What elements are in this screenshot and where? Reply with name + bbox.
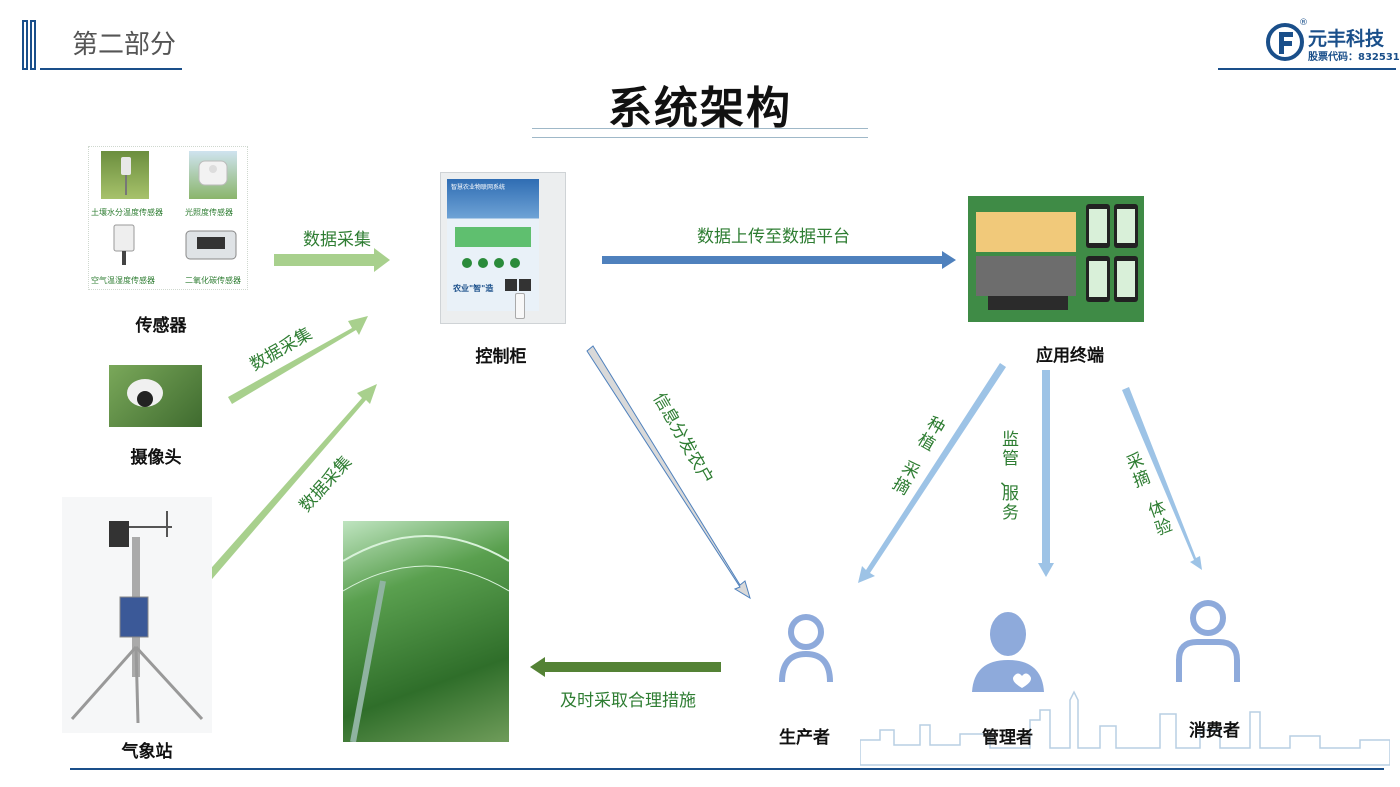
camera-label: 摄像头 bbox=[130, 448, 182, 468]
header-rule-left bbox=[40, 68, 182, 70]
arrow-sensor-to-cabinet bbox=[274, 248, 390, 272]
co2-sensor-image bbox=[183, 225, 239, 265]
arrow-cabinet-to-producer bbox=[586, 345, 751, 600]
control-cabinet-image: 智慧农业物联网系统 农业"智"造 bbox=[440, 172, 566, 324]
manager-label: 管理者 bbox=[982, 728, 1033, 748]
sensor-caption-1: 土壤水分温度传感器 bbox=[91, 208, 163, 217]
terminal-image bbox=[968, 196, 1144, 322]
arrow-producer-to-field bbox=[530, 657, 721, 677]
header-rule-right bbox=[1218, 68, 1396, 70]
sensor-caption-2: 光照度传感器 bbox=[185, 208, 233, 217]
terminal-label: 应用终端 bbox=[1036, 346, 1104, 366]
arrow-cabinet-to-terminal bbox=[602, 251, 956, 269]
cabinet-panel-title: 智慧农业物联网系统 bbox=[451, 184, 506, 191]
label-producer-to-field: 及时采取合理措施 bbox=[560, 691, 696, 711]
light-sensor-image bbox=[189, 151, 237, 199]
header-bracket-icon bbox=[22, 20, 38, 70]
brand-stock-code: 股票代码：832531 bbox=[1308, 52, 1400, 63]
camera-image bbox=[109, 365, 202, 427]
arrow-terminal-to-producer bbox=[858, 363, 1006, 583]
brand-name: 元丰科技 bbox=[1308, 28, 1385, 50]
manager-icon bbox=[970, 608, 1046, 692]
title-underline-2 bbox=[532, 137, 868, 138]
control-cabinet-label: 控制柜 bbox=[475, 347, 527, 367]
section-title: 第二部分 bbox=[72, 30, 177, 60]
company-logo-icon bbox=[1265, 22, 1305, 62]
label-manager-sep: 、 bbox=[1000, 471, 1017, 491]
weather-station-image bbox=[62, 497, 212, 733]
sensor-caption-4: 二氧化碳传感器 bbox=[185, 276, 241, 285]
city-skyline-icon bbox=[860, 690, 1390, 766]
label-sensor-to-cabinet: 数据采集 bbox=[303, 230, 371, 250]
arrow-weather-to-cabinet bbox=[182, 384, 377, 607]
producer-label: 生产者 bbox=[779, 728, 830, 748]
air-sensor-image bbox=[109, 223, 139, 267]
consumer-icon bbox=[1175, 598, 1241, 684]
footer-rule bbox=[70, 768, 1384, 770]
sensor-label: 传感器 bbox=[135, 316, 187, 336]
title-underline bbox=[532, 128, 868, 129]
registered-mark: ® bbox=[1299, 18, 1308, 28]
cabinet-panel-slogan: 农业"智"造 bbox=[453, 284, 494, 293]
label-service: 服务 bbox=[998, 484, 1018, 522]
soil-sensor-image bbox=[101, 151, 149, 199]
producer-icon bbox=[776, 612, 836, 684]
arrow-terminal-to-consumer bbox=[1122, 387, 1202, 570]
label-cabinet-to-terminal: 数据上传至数据平台 bbox=[697, 227, 850, 247]
arrow-camera-to-cabinet bbox=[228, 316, 368, 404]
sensor-grid: 土壤水分温度传感器 光照度传感器 空气温湿度传感器 二氧化碳传感器 bbox=[88, 146, 248, 290]
consumer-label: 消费者 bbox=[1189, 721, 1240, 741]
cabinet-panel: 智慧农业物联网系统 农业"智"造 bbox=[447, 179, 539, 311]
arrow-terminal-to-manager bbox=[1038, 370, 1054, 577]
label-supervise: 监管 bbox=[998, 430, 1018, 468]
weather-station-label: 气象站 bbox=[121, 742, 173, 762]
cabinet-remote-icon bbox=[515, 293, 525, 319]
sensor-caption-3: 空气温湿度传感器 bbox=[91, 276, 155, 285]
page-title: 系统架构 bbox=[608, 83, 792, 134]
greenhouse-image bbox=[342, 521, 510, 743]
